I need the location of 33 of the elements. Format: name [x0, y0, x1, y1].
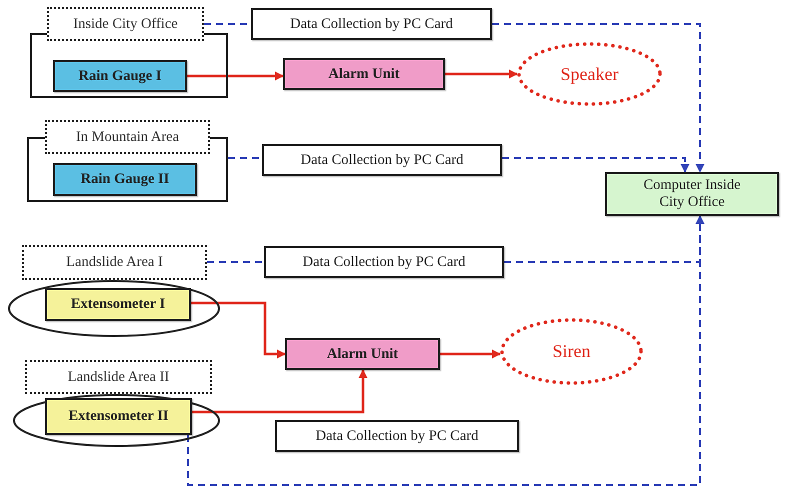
arrow	[187, 72, 284, 80]
arrow	[187, 215, 704, 486]
oval-label: Siren	[552, 341, 590, 362]
area-heading: Inside City Office	[47, 7, 204, 41]
area-ellipse	[8, 245, 220, 337]
area-heading: Landslide Area II	[25, 360, 212, 394]
arrow	[445, 70, 518, 78]
connector-line	[228, 157, 262, 159]
process-box: Data Collection by PC Card	[262, 144, 502, 176]
arrow	[440, 350, 501, 358]
area-frame	[27, 120, 228, 202]
process-box: Alarm Unit	[285, 338, 440, 370]
area-heading: Landslide Area I	[22, 245, 207, 280]
arrow	[191, 302, 286, 358]
process-box: Data Collection by PC Card	[264, 246, 504, 278]
dotted-oval	[517, 42, 662, 106]
process-box: Data Collection by PC Card	[251, 8, 492, 40]
process-box: Computer Inside City Office	[605, 172, 779, 216]
area-frame	[30, 7, 228, 98]
arrow	[502, 157, 690, 173]
arrow	[192, 369, 368, 414]
area-ellipse	[13, 360, 220, 447]
process-box: Rain Gauge I	[53, 60, 187, 92]
process-box: Extensometer I	[45, 288, 191, 321]
process-box: Data Collection by PC Card	[275, 420, 519, 452]
oval-label: Speaker	[560, 64, 618, 84]
process-box: Rain Gauge II	[53, 163, 197, 196]
dotted-oval	[500, 318, 643, 385]
area-heading: In Mountain Area	[45, 120, 210, 154]
arrow	[492, 23, 704, 173]
process-box: Alarm Unit	[283, 58, 445, 90]
connector-line	[207, 261, 264, 263]
process-box: Extensometer II	[45, 398, 192, 435]
